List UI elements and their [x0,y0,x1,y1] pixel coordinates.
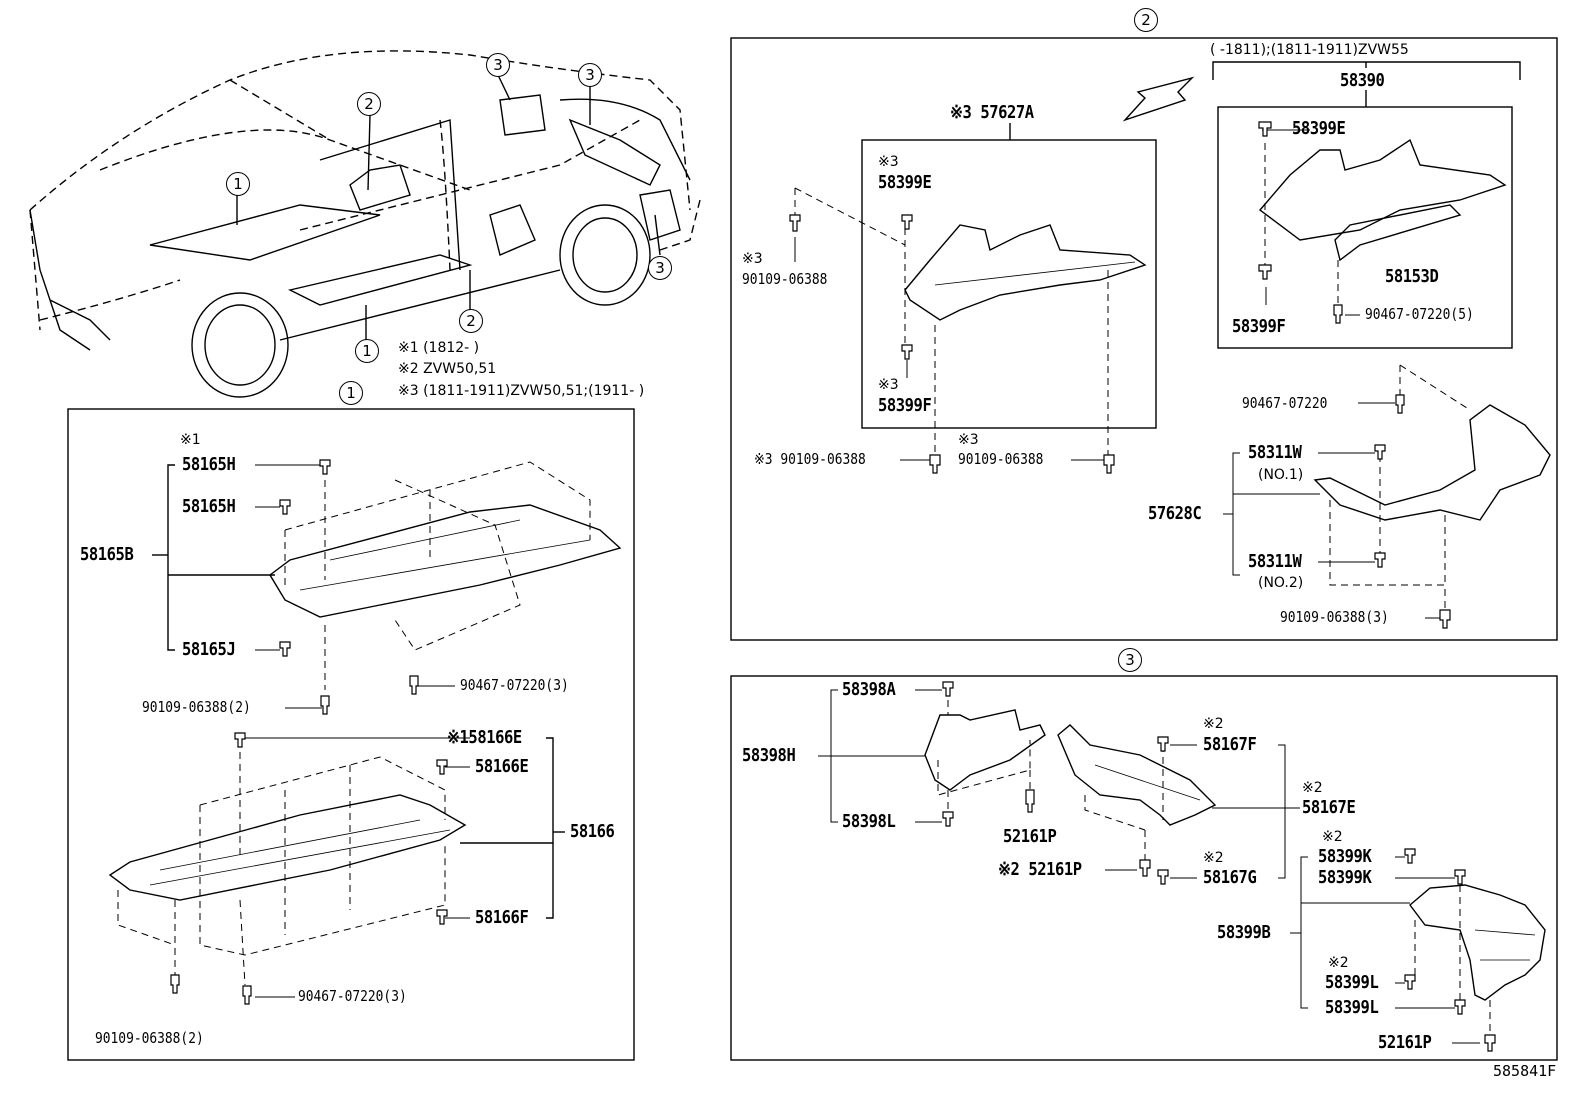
part-label: 58166 [570,821,615,842]
part-label: 58399E [878,172,932,193]
group2-leaders [794,129,1440,619]
cover-57628C [1313,404,1551,521]
note-mark: ※2 [1328,955,1349,971]
part-label: 58167E [1302,797,1356,818]
group3-dashes [937,700,1491,1035]
bracket-57627A [904,224,1147,321]
part-label: ※158166E [447,727,522,748]
callout-2: 2 [357,92,381,116]
part-label: 58167G [1203,867,1257,888]
part-label: 58165J [182,639,236,660]
note-mark: ※2 [1302,780,1323,796]
undercover-front-dashes [284,461,591,690]
part-label: 90109-06388(2) [95,1029,204,1047]
callout-1: 1 [226,172,250,196]
diagram-reference-code: 585841F [1493,1062,1557,1080]
note-mark: ※2 [1203,850,1224,866]
note-3: ※3 (1811-1911)ZVW50,51;(1911- ) [398,383,645,399]
part-label: 90109-06388(2) [142,698,251,716]
note-mark: ※2 [1203,716,1224,732]
part-label: 52161P [1378,1032,1432,1053]
part-label: 58165H [182,496,236,517]
cover-58398H [924,709,1046,791]
part-label: 58167F [1203,734,1257,755]
callout-3: 3 [486,53,510,77]
part-label: 58165B [80,544,134,565]
note-mark: ※2 [1322,829,1343,845]
group2-subframe-58390 [1217,106,1513,349]
part-label: 58398L [842,811,896,832]
part-label: 90467-07220(3) [298,987,407,1005]
group1-leaders [245,464,470,998]
group3-frame [730,675,1558,1061]
range-note: ( -1811);(1811-1911)ZVW55 [1210,42,1409,58]
undercover-center-dashes [117,740,446,986]
part-label: 58399L [1325,972,1379,993]
part-label: 58311W [1248,442,1302,463]
part-label: 58398A [842,679,896,700]
group1-frame [67,408,635,1061]
part-note: (NO.1) [1258,467,1304,483]
part-label: 58399K [1318,867,1372,888]
part-label: 58399L [1325,997,1379,1018]
part-label: 58153D [1385,266,1439,287]
part-label: 58166E [475,756,529,777]
group2-dashes [794,143,1471,610]
note-2: ※2 ZVW50,51 [398,361,497,377]
group1-callout: 1 [339,381,363,405]
callout-2: 2 [459,309,483,333]
note-mark: ※1 [180,432,201,448]
part-label: 58311W [1248,551,1302,572]
part-label: 90109-06388 [742,270,828,288]
car-body-lines [29,98,691,398]
part-label: 58399F [878,395,932,416]
part-label: 58165H [182,454,236,475]
callout-1: 1 [355,339,379,363]
fasteners [170,121,1496,1052]
car-outline [29,50,701,331]
group2-frame [730,37,1558,641]
part-label: 58166F [475,907,529,928]
callout-3: 3 [648,256,672,280]
car-leader-lines [236,74,661,340]
note-mark: ※3 [958,432,979,448]
part-label: 58398H [742,745,796,766]
group1-brackets [152,464,565,919]
undercover-center [108,794,467,901]
bracket-58390 [1258,138,1507,262]
note-mark: ※3 [878,377,899,393]
part-label: 90467-07220 [1242,394,1328,412]
direction-arrow [1122,76,1195,122]
note-mark: ※3 [878,154,899,170]
car-underbody-parts [149,94,681,306]
part-label: 58399E [1292,118,1346,139]
group2-subframe-57627A [861,139,1157,429]
part-label: 58399F [1232,316,1286,337]
cover-58167E [1057,724,1217,826]
part-label: ※3 90109-06388 [754,450,866,468]
part-label: 90467-07220(3) [460,676,569,694]
group3-brackets [818,689,1480,1044]
part-label: ※3 57627A [950,102,1034,123]
part-note: (NO.2) [1258,575,1304,591]
undercover-front [269,504,622,618]
part-label: 90109-06388(3) [1280,608,1389,626]
part-label: 90109-06388 [958,450,1044,468]
part-label: 52161P [1003,826,1057,847]
callout-3: 3 [578,63,602,87]
group2-callout: 2 [1134,8,1158,32]
part-label: 58399K [1318,846,1372,867]
part-label: ※2 52161P [998,859,1082,880]
group3-callout: 3 [1118,648,1142,672]
note-mark: ※3 [742,251,763,267]
part-label: 57628C [1148,503,1202,524]
note-1: ※1 (1812- ) [398,340,480,356]
part-label: 90467-07220(5) [1365,305,1474,323]
cover-58399B [1409,884,1546,1001]
part-label: 58390 [1340,70,1385,91]
part-label: 58399B [1217,922,1271,943]
